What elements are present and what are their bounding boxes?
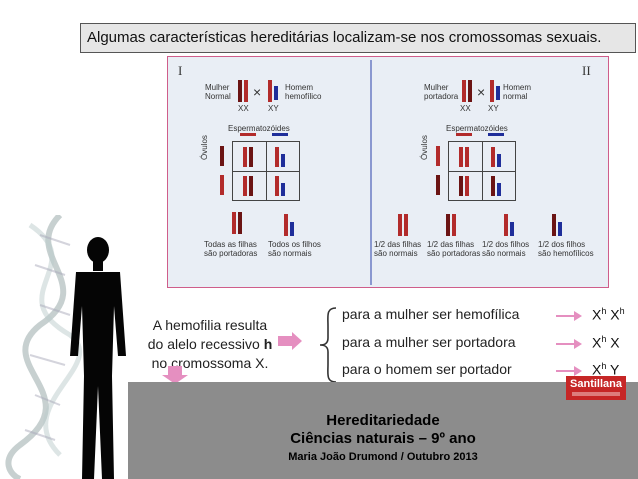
result-left-1: Todas as filhas são portadoras xyxy=(204,240,257,258)
female-label-right: Mulher portadora xyxy=(424,83,458,101)
arrow-line-1 xyxy=(556,315,576,317)
result-left-2: Todos os filhos são normais xyxy=(268,240,321,258)
arrow-icon-1 xyxy=(574,311,582,321)
male-label-left: Homem hemofílico xyxy=(285,83,321,101)
right-arrow-head xyxy=(292,332,302,350)
condition-1-text: para a mulher ser hemofílica xyxy=(342,306,519,322)
arrow-line-3 xyxy=(556,370,576,372)
sperm-label-left: Espermatozóides xyxy=(228,124,290,133)
panel-numeral-left: I xyxy=(178,63,182,79)
cross-icon: × xyxy=(477,88,485,97)
male-label-right: Homem normal xyxy=(503,83,531,101)
page-title: Algumas características hereditárias loc… xyxy=(80,23,636,53)
footer-author: Maria João Drumond / Outubro 2013 xyxy=(128,451,638,463)
punnett-square-right xyxy=(448,141,516,201)
female-label-left: Mulher Normal xyxy=(205,83,231,101)
result-right-2: 1/2 das filhas são portadoras xyxy=(427,240,480,258)
result-right-3: 1/2 dos filhos são normais xyxy=(482,240,529,258)
ovule-label-left: Óvulos xyxy=(200,135,209,160)
condition-3-text: para o homem ser portador xyxy=(342,361,512,377)
punnett-square-left xyxy=(232,141,300,201)
karyotype-female-right: XX xyxy=(460,104,471,113)
panel-numeral-right: II xyxy=(582,63,591,79)
karyotype-male-right: XY xyxy=(488,104,499,113)
arrow-icon-3 xyxy=(574,366,582,376)
arrow-icon-2 xyxy=(574,339,582,349)
publisher-logo: Santillana xyxy=(566,376,626,400)
footer-title: Hereditariedade xyxy=(128,412,638,429)
sperm-label-right: Espermatozóides xyxy=(446,124,508,133)
karyotype-male-left: XY xyxy=(268,104,279,113)
human-silhouette xyxy=(62,236,132,479)
arrow-line-2 xyxy=(556,343,576,345)
diagram-divider xyxy=(370,60,372,285)
karyotype-female-left: XX xyxy=(238,104,249,113)
hemophilia-explanation: A hemofilia resulta do alelo recessivo h… xyxy=(140,316,280,373)
ovule-label-right: Óvulos xyxy=(420,135,429,160)
genotype-2: Xh X xyxy=(592,334,620,351)
cross-icon: × xyxy=(253,88,261,97)
footer-subtitle: Ciências naturais – 9º ano xyxy=(128,430,638,447)
result-right-4: 1/2 dos filhos são hemofílicos xyxy=(538,240,594,258)
result-right-1: 1/2 das filhas são normais xyxy=(374,240,421,258)
genotype-1: Xh Xh xyxy=(592,306,625,323)
curly-brace xyxy=(318,306,338,384)
condition-2-text: para a mulher ser portadora xyxy=(342,334,516,350)
